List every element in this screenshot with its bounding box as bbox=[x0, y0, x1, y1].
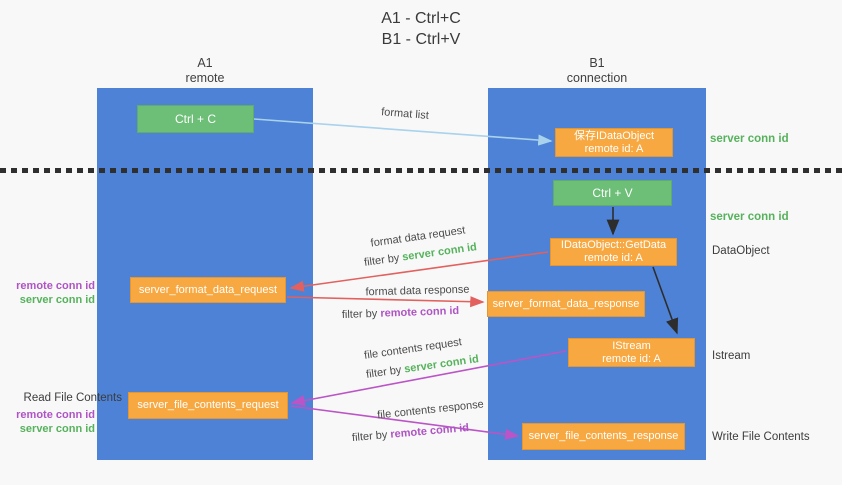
remote-conn-id-text: remote conn id bbox=[380, 304, 460, 320]
node-server-file-contents-response-label: server_file_contents_response bbox=[528, 430, 679, 442]
file-contents-response-label: file contents response bbox=[376, 398, 485, 422]
format-data-response-filter-label: filter by remote conn id bbox=[328, 304, 473, 321]
server-conn-id-text: server conn id bbox=[403, 353, 480, 376]
server-conn-id-left-label: server conn id bbox=[19, 294, 95, 306]
node-server-format-data-request-label: server_format_data_request bbox=[138, 283, 278, 296]
dataobject-label: DataObject bbox=[712, 245, 770, 257]
node-istream-line2: remote id: A bbox=[602, 352, 661, 365]
write-file-contents-label: Write File Contents bbox=[712, 431, 810, 443]
filter-by-text: filter by bbox=[365, 363, 406, 381]
remote-conn-id-text: remote conn id bbox=[389, 421, 470, 441]
node-server-file-contents-request-label: server_file_contents_request bbox=[137, 399, 279, 411]
lifeline-b-id: B1 bbox=[589, 56, 605, 70]
node-save-dataobject-line2: remote id: A bbox=[584, 142, 644, 155]
lifeline-a-id: A1 bbox=[197, 56, 213, 70]
node-server-format-data-request: server_format_data_request bbox=[130, 277, 286, 303]
file-request-conn-ids: remote conn id server conn id bbox=[0, 408, 95, 436]
server-conn-id-left-label: server conn id bbox=[19, 423, 95, 435]
filter-by-text: filter by bbox=[351, 428, 391, 445]
node-server-file-contents-response: server_file_contents_response bbox=[522, 423, 685, 450]
node-idataobject-getdata: IDataObject::GetData remote id: A bbox=[550, 238, 677, 266]
file-contents-response-filter-label: filter by remote conn id bbox=[338, 421, 483, 446]
filter-by-text: filter by bbox=[363, 251, 404, 269]
lifeline-a-role: remote bbox=[185, 71, 225, 85]
server-conn-id-right-mid-label: server conn id bbox=[710, 211, 789, 223]
remote-conn-id-left-label: remote conn id bbox=[16, 280, 95, 292]
format-data-response-label: format data response bbox=[365, 283, 470, 299]
node-idataobject-getdata-line2: remote id: A bbox=[584, 252, 643, 264]
istream-side-label: Istream bbox=[712, 350, 751, 362]
node-ctrl-v: Ctrl + V bbox=[553, 180, 672, 206]
format-list-label: format list bbox=[380, 106, 430, 122]
title-line-1: A1 - Ctrl+C bbox=[381, 10, 461, 27]
diagram-title: A1 - Ctrl+C B1 - Ctrl+V bbox=[0, 8, 842, 50]
node-istream: IStream remote id: A bbox=[568, 338, 695, 367]
node-save-dataobject-line1: 保存IDataObject bbox=[573, 129, 655, 142]
server-conn-id-text: server conn id bbox=[401, 241, 478, 264]
copy-paste-divider-dotted-line bbox=[0, 168, 842, 173]
node-server-file-contents-request: server_file_contents_request bbox=[128, 392, 288, 419]
node-istream-line1: IStream bbox=[612, 339, 651, 352]
node-ctrl-v-label: Ctrl + V bbox=[592, 185, 633, 200]
lifeline-b-header: B1 connection bbox=[488, 56, 706, 86]
title-line-2: B1 - Ctrl+V bbox=[381, 31, 461, 48]
node-ctrl-c-label: Ctrl + C bbox=[174, 111, 216, 126]
filter-by-text: filter by bbox=[341, 307, 381, 322]
node-server-format-data-response-label: server_format_data_response bbox=[492, 297, 640, 310]
read-file-contents-label: Read File Contents bbox=[23, 392, 122, 404]
node-idataobject-getdata-line1: IDataObject::GetData bbox=[560, 239, 667, 251]
format-request-conn-ids: remote conn id server conn id bbox=[0, 279, 95, 307]
lifeline-b-role: connection bbox=[566, 71, 628, 85]
node-server-format-data-response: server_format_data_response bbox=[487, 291, 645, 317]
lifeline-a-header: A1 remote bbox=[97, 56, 313, 86]
node-save-dataobject: 保存IDataObject remote id: A bbox=[555, 128, 673, 157]
server-conn-id-right-top-label: server conn id bbox=[710, 133, 789, 145]
remote-conn-id-left-label: remote conn id bbox=[16, 409, 95, 421]
node-ctrl-c: Ctrl + C bbox=[137, 105, 254, 133]
